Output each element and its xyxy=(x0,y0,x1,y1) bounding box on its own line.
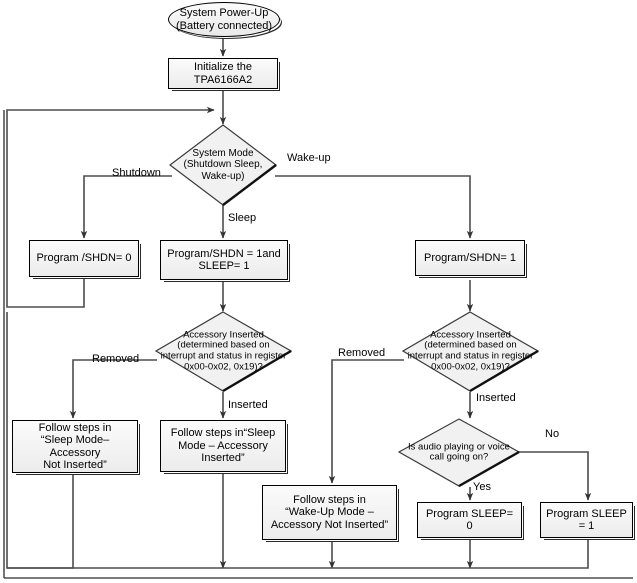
node-program-sleep-1-line1: Program SLEEP = 1 xyxy=(546,507,627,532)
node-sleep-mode-inserted-text: Follow steps in“Sleep Mode – Accessory I… xyxy=(167,427,280,464)
node-initialize-text: Initialize the TPA6166A2 xyxy=(190,61,257,86)
node-acc-right-line2: (determined based on xyxy=(424,339,517,351)
audio-check-diamond xyxy=(398,418,520,487)
node-accessory-inserted-left[interactable]: Accessory Inserted (determined based on … xyxy=(155,311,292,392)
node-audio-playing-check[interactable]: Is audio playing or voice call going on? xyxy=(398,418,520,487)
edge-sleep1-bottom xyxy=(7,540,589,569)
node-acc-right-line4: 0x00-0x02, 0x19)? xyxy=(431,361,510,373)
node-program-shdn-0[interactable]: Program /SHDN= 0 xyxy=(29,240,139,277)
edge-accright-removed xyxy=(328,359,404,484)
node-accessory-inserted-left-text: Accessory Inserted (determined based on … xyxy=(155,329,292,373)
node-sleep-mode-not-inserted[interactable]: Follow steps in “Sleep Mode– Accessory N… xyxy=(12,420,138,473)
node-audio-line1: Is audio playing or voice xyxy=(408,440,510,452)
edge-label-wakeup: Wake-up xyxy=(287,152,331,164)
node-program-shdn-1-sleep-1-line2: SLEEP= 1 xyxy=(198,260,250,272)
node-sleep-ni-line2: “Sleep Mode– Accessory xyxy=(40,434,110,459)
node-program-shdn-1-sleep-1[interactable]: Program/SHDN = 1and SLEEP= 1 xyxy=(160,240,288,280)
node-program-sleep-0-text: Program SLEEP= 0 xyxy=(418,508,521,533)
node-start-line2: (Battery connected) xyxy=(176,19,272,32)
edge-label-yes: Yes xyxy=(473,481,491,493)
node-sleep-ni-line1: Follow steps in xyxy=(38,421,112,434)
edge-label-removed-left: Removed xyxy=(92,353,140,365)
node-accessory-inserted-right-text: Accessory Inserted (determined based on … xyxy=(402,329,539,373)
node-program-shdn-0-line1: Program /SHDN= 0 xyxy=(36,252,132,265)
accessory-right-diamond xyxy=(402,311,539,392)
edge-shutdown-shdn0 xyxy=(80,175,172,239)
node-sleep-mode-not-inserted-text: Follow steps in “Sleep Mode– Accessory N… xyxy=(13,422,137,472)
system-mode-diamond xyxy=(169,124,277,206)
edge-label-sleep: Sleep xyxy=(228,212,257,224)
node-program-shdn-1-sleep-1-line1: Program/SHDN = 1and xyxy=(167,247,281,260)
node-wake-up-mode-not-inserted-text: Follow steps in “Wake-Up Mode – Accessor… xyxy=(267,494,392,531)
node-acc-left-line1: Accessory Inserted xyxy=(183,329,264,341)
node-acc-left-line3: interrupt and status in register xyxy=(160,350,287,362)
node-program-sleep-0-line1: Program SLEEP= 0 xyxy=(425,507,514,532)
edge-label-inserted-left: Inserted xyxy=(228,399,268,411)
node-start[interactable]: System Power-Up (Battery connected) xyxy=(168,2,280,37)
edge-audio-no xyxy=(518,451,592,501)
node-system-mode-line2: (Shutdown Sleep, xyxy=(183,159,263,171)
node-initialize[interactable]: Initialize the TPA6166A2 xyxy=(168,58,278,89)
node-program-sleep-1[interactable]: Program SLEEP = 1 xyxy=(540,502,633,538)
node-program-sleep-0[interactable]: Program SLEEP= 0 xyxy=(417,502,522,538)
node-system-mode-line1: System Mode xyxy=(192,148,254,160)
node-system-mode-line3: Wake-up) xyxy=(201,170,245,182)
node-program-shdn-1-text: Program/SHDN= 1 xyxy=(420,252,520,264)
edge-label-removed-right: Removed xyxy=(338,347,386,359)
node-wake-ni-line2: “Wake-Up Mode – xyxy=(285,506,374,519)
node-program-shdn-1[interactable]: Program/SHDN= 1 xyxy=(415,240,525,276)
node-initialize-line2: TPA6166A2 xyxy=(193,73,253,86)
node-wake-up-mode-not-inserted[interactable]: Follow steps in “Wake-Up Mode – Accessor… xyxy=(262,485,397,540)
node-acc-left-line2: (determined based on xyxy=(177,339,270,351)
edge-label-inserted-right: Inserted xyxy=(476,392,516,404)
node-sleep-mode-inserted[interactable]: Follow steps in“Sleep Mode – Accessory I… xyxy=(160,420,286,472)
node-program-sleep-1-text: Program SLEEP = 1 xyxy=(541,508,632,533)
node-start-text: System Power-Up (Battery connected) xyxy=(176,7,272,32)
node-acc-right-line3: interrupt and status in register xyxy=(407,350,534,362)
node-audio-playing-check-text: Is audio playing or voice call going on? xyxy=(398,440,520,463)
node-sleep-ni-line3: Not Inserted” xyxy=(43,458,107,471)
node-system-mode[interactable]: System Mode (Shutdown Sleep, Wake-up) xyxy=(169,124,277,206)
node-acc-right-line1: Accessory Inserted xyxy=(430,329,511,341)
node-wake-ni-line3: Accessory Not Inserted” xyxy=(270,518,389,531)
node-initialize-line1: Initialize the xyxy=(193,61,253,74)
accessory-left-diamond xyxy=(155,311,292,392)
node-system-mode-text: System Mode (Shutdown Sleep, Wake-up) xyxy=(169,148,277,182)
node-sleep-i-line3: Inserted” xyxy=(201,452,245,465)
node-program-shdn-0-text: Program /SHDN= 0 xyxy=(32,252,135,264)
node-program-shdn-1-line1: Program/SHDN= 1 xyxy=(423,251,516,264)
node-accessory-inserted-right[interactable]: Accessory Inserted (determined based on … xyxy=(402,311,539,392)
edge-label-shutdown: Shutdown xyxy=(112,167,161,179)
node-program-shdn-1-sleep-1-text: Program/SHDN = 1and SLEEP= 1 xyxy=(163,248,284,273)
node-audio-line2: call going on? xyxy=(429,451,489,463)
node-sleep-i-line1: Follow steps in“Sleep xyxy=(170,427,276,440)
node-acc-left-line4: 0x00-0x02, 0x19)? xyxy=(184,361,263,373)
node-wake-ni-line1: Follow steps in xyxy=(293,493,366,506)
node-sleep-i-line2: Mode – Accessory xyxy=(178,439,268,452)
edge-accleft-removed xyxy=(69,359,157,419)
edge-label-no: No xyxy=(545,428,560,440)
edge-wakeup-shdn1 xyxy=(275,175,474,239)
node-start-line1: System Power-Up xyxy=(179,7,269,20)
